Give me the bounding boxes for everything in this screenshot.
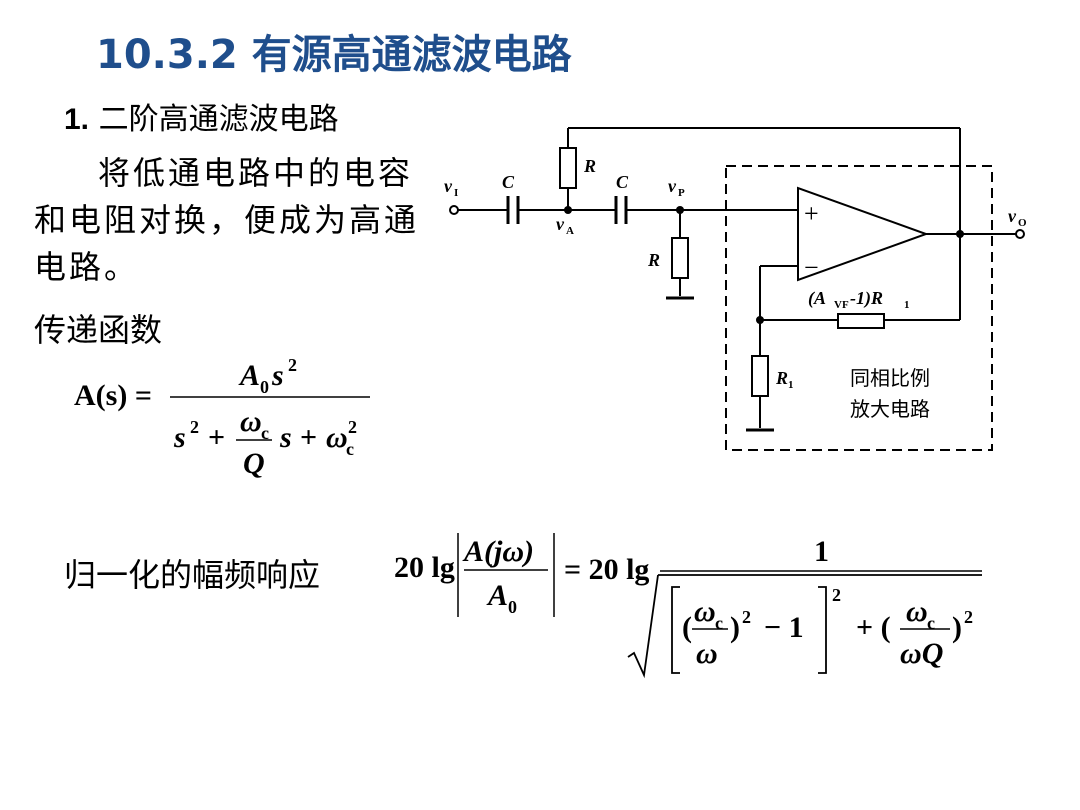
p1-close: ) <box>730 611 740 644</box>
label-vi: v <box>444 176 453 196</box>
bracket-exp: 2 <box>832 585 841 605</box>
node-p <box>676 206 684 214</box>
box-label-line1: 同相比例 <box>850 366 930 390</box>
num-A-sub: 0 <box>260 377 269 397</box>
resistor-r-shunt <box>671 237 689 279</box>
abs-numerator: A(jω) <box>462 535 534 568</box>
p1-num-sub: c <box>715 613 723 633</box>
resistor-r-top <box>559 147 577 189</box>
sqrt-sign <box>627 574 982 679</box>
p1-exp: 2 <box>742 607 751 627</box>
transfer-function-label: 传递函数 <box>34 311 163 349</box>
lhs-20lg: 20 lg <box>394 551 455 584</box>
abs-den: A <box>486 579 508 612</box>
vo-terminal <box>1015 229 1025 239</box>
label-rf-sub2: 1 <box>904 299 910 311</box>
label-va-sub: A <box>566 225 574 237</box>
den-omega-sub: c <box>346 439 354 459</box>
den-s2: s <box>279 421 292 454</box>
num-exp: 2 <box>288 355 297 375</box>
label-plus: + <box>804 199 819 228</box>
frac-omega: ω <box>240 405 262 438</box>
label-r-shunt: R <box>647 250 660 270</box>
left-bracket <box>671 586 680 674</box>
p2-exp: 2 <box>964 607 973 627</box>
op-amp <box>797 186 929 282</box>
label-rf-sub: VF <box>834 299 849 311</box>
section-heading: 1. 二阶高通滤波电路 <box>64 94 339 138</box>
label-vo-sub: O <box>1018 217 1027 229</box>
frac-omega-sub: c <box>261 423 269 443</box>
minus-one: − 1 <box>764 611 804 644</box>
label-minus: − <box>804 253 819 282</box>
transfer-function-formula: A(s) = A 0 s 2 s 2 + ω c Q s + ω c 2 <box>74 355 370 480</box>
label-r1-sub: 1 <box>788 379 794 391</box>
section-number: 1. <box>64 103 90 136</box>
p1-num: ω <box>694 595 716 628</box>
label-va: v <box>556 214 565 234</box>
frac-Q: Q <box>243 447 265 480</box>
description-text: 将低通电路中的电容和电阻对换，便成为高通电路。 <box>34 150 419 291</box>
den-exp: 2 <box>190 417 199 437</box>
den-plus2: + <box>300 421 317 454</box>
p2-num-sub: c <box>927 613 935 633</box>
den-omega: ω <box>326 421 348 454</box>
label-vp-sub: P <box>678 187 685 199</box>
box-label-line2: 放大电路 <box>850 397 930 421</box>
node-output <box>956 230 964 238</box>
label-c2: C <box>616 172 629 192</box>
label-c1: C <box>502 172 515 192</box>
numerator-one: 1 <box>814 535 829 568</box>
p1-open: ( <box>682 611 692 644</box>
label-vi-sub: I <box>454 187 458 199</box>
vi-terminal <box>449 205 459 215</box>
abs-den-sub: 0 <box>508 597 517 617</box>
formula-lhs: A(s) = <box>74 379 152 412</box>
den-s: s <box>173 421 186 454</box>
non-inverting-amp-box <box>725 165 993 451</box>
circuit-diagram: v I C C R v A v P R v O + − (A VF -1)R 1… <box>444 127 1027 451</box>
slide-title: 10.3.2 有源高通滤波电路 <box>96 32 572 78</box>
p2-den: ωQ <box>900 637 943 670</box>
num-s: s <box>271 359 284 392</box>
normalized-response-label: 归一化的幅频响应 <box>64 556 321 594</box>
resistor-r1 <box>751 355 769 397</box>
p2-num: ω <box>906 595 928 628</box>
p2-open: + ( <box>856 611 891 644</box>
den-omega-exp: 2 <box>348 417 357 437</box>
node-a <box>564 206 572 214</box>
den-plus1: + <box>208 421 225 454</box>
label-rf-b: -1)R <box>850 288 883 309</box>
node-feedback <box>756 316 764 324</box>
section-heading-text: 二阶高通滤波电路 <box>98 102 339 137</box>
label-vp: v <box>668 176 677 196</box>
label-vo: v <box>1008 206 1017 226</box>
label-r1: R <box>775 368 788 388</box>
rhs-20lg: = 20 lg <box>564 553 649 586</box>
label-r-top: R <box>583 156 596 176</box>
right-bracket <box>818 586 827 674</box>
p1-den: ω <box>696 637 718 670</box>
resistor-rf <box>837 313 885 329</box>
normalized-response-formula: 20 lg A(jω) A 0 = 20 lg 1 ( ω c ω ) 2 − … <box>394 533 982 679</box>
p2-close: ) <box>952 611 962 644</box>
num-A: A <box>238 359 260 392</box>
description-body: 将低通电路中的电容和电阻对换，便成为高通电路。 <box>34 154 420 286</box>
label-rf-a: (A <box>808 288 826 309</box>
